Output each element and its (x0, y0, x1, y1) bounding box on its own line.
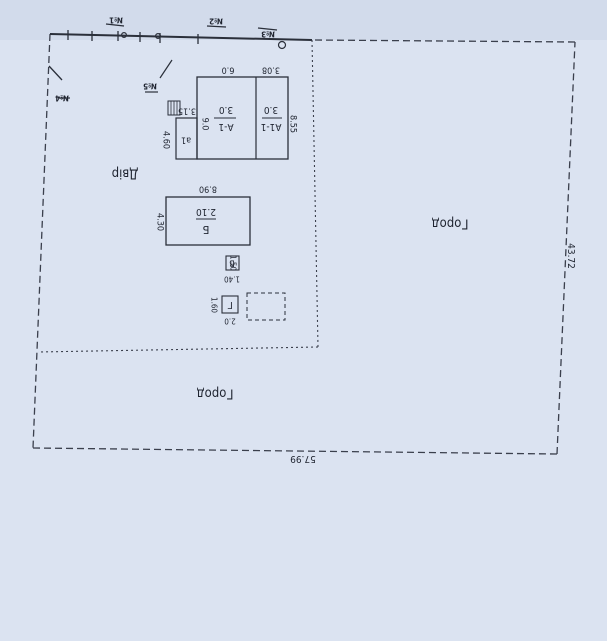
house-dim-left: 4.60 (161, 131, 171, 149)
paper-shade-top (0, 0, 607, 40)
mark-2: №2 (209, 17, 223, 26)
porch-label: а1 (181, 135, 191, 145)
shed-outline (221, 295, 239, 314)
house-dim-side: 3.08 (262, 65, 280, 75)
barn-dim-height: 4.30 (155, 213, 165, 231)
well-marker (277, 40, 287, 50)
mark-1: №1 (109, 16, 123, 25)
yard-divider-vertical (311, 39, 319, 348)
dim-width-label: 57.99 (290, 453, 316, 464)
mark-strokes (58, 23, 278, 99)
small-box-dim-2: 1.40 (224, 275, 240, 284)
house-porch (175, 117, 198, 160)
room-b-label: А1-1 (261, 121, 282, 132)
plot-boundary-left (32, 33, 51, 449)
mark-3: №3 (261, 30, 275, 39)
fence-left-gate (48, 65, 63, 81)
garden-label-top: Город (432, 216, 469, 231)
house-dim-mid: 9.0 (200, 118, 210, 131)
dim-depth-label: 43.72 (565, 243, 576, 269)
house-dim-right: 8.55 (288, 115, 298, 133)
barn-outline (165, 196, 251, 246)
room-b-size: 3.0 (264, 104, 279, 115)
shed-dim-2: 2.0 (224, 317, 236, 326)
garden-label-bottom: Город (197, 386, 234, 401)
barn-dim-length: 8.90 (199, 184, 217, 194)
house-dim-length: 6.0 (222, 65, 235, 75)
small-box-label: В (229, 258, 235, 268)
barn-label: Б (202, 223, 209, 236)
gate-marker-2 (155, 32, 162, 39)
room-a-label: А-1 (218, 121, 233, 132)
shed-annex-outline (246, 292, 286, 321)
small-box-outline (225, 255, 240, 271)
shed-label: Г (227, 299, 233, 310)
gate-marker-1 (120, 31, 127, 38)
small-box-dim-1: 1.50 (229, 255, 238, 271)
plot-boundary-right (556, 41, 576, 455)
mark-4: №4 (55, 94, 69, 103)
mark-5: №5 (143, 82, 157, 91)
room-a-size: 3.0 (219, 104, 234, 115)
barn-size: 2.10 (196, 206, 216, 217)
fence-top (49, 33, 313, 41)
yard-divider-horizontal (37, 346, 319, 353)
shed-dim-1: 1.60 (210, 297, 219, 313)
house-dim-step: 3.15 (178, 106, 196, 116)
yard-label: Двір (112, 166, 139, 181)
house-steps-lines (170, 101, 178, 115)
